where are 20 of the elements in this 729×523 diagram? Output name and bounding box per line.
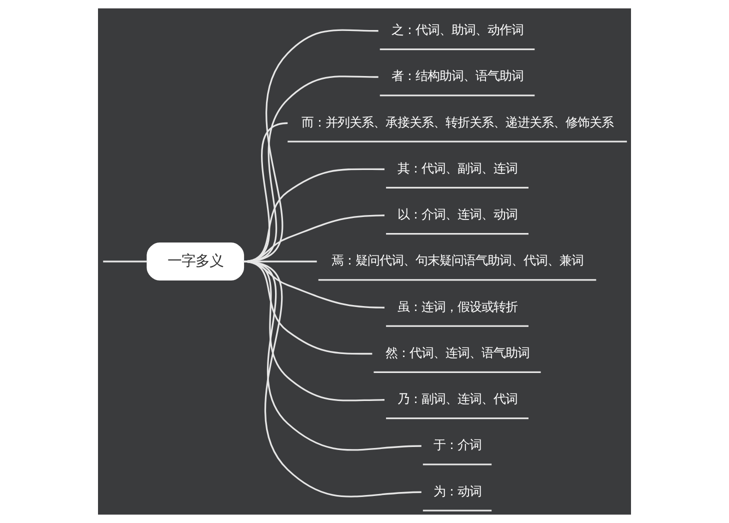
node-text: 者：结构助词、语气助词 <box>391 69 524 84</box>
connector <box>244 260 384 308</box>
connector <box>243 260 422 451</box>
node-box: 一字多义 <box>146 242 244 280</box>
node-text: 其：代词、副词、连词 <box>397 161 518 176</box>
node-text: 然：代词、连词、语气助词 <box>385 346 530 360</box>
node-text: 为：动词 <box>433 484 482 498</box>
node-text: 于：介词 <box>433 438 482 452</box>
connector <box>243 260 384 402</box>
node-text: 焉：疑问代词、句末疑问语气助词、代词、兼词 <box>331 254 584 268</box>
connector <box>243 260 372 355</box>
connector <box>243 260 422 498</box>
connector <box>243 168 384 262</box>
connector <box>244 214 384 262</box>
connector <box>103 260 148 262</box>
node-text: 乃：副词、连词、代词 <box>397 392 518 406</box>
node-text: 而：并列关系、承接关系、转折关系、递进关系、修饰关系 <box>301 115 614 130</box>
node-text: 虽：连词，假设或转折 <box>397 300 518 314</box>
node-text: 以：介词、连词、动词 <box>397 208 518 222</box>
node-text: 之：代词、助词、动作词 <box>391 23 524 38</box>
